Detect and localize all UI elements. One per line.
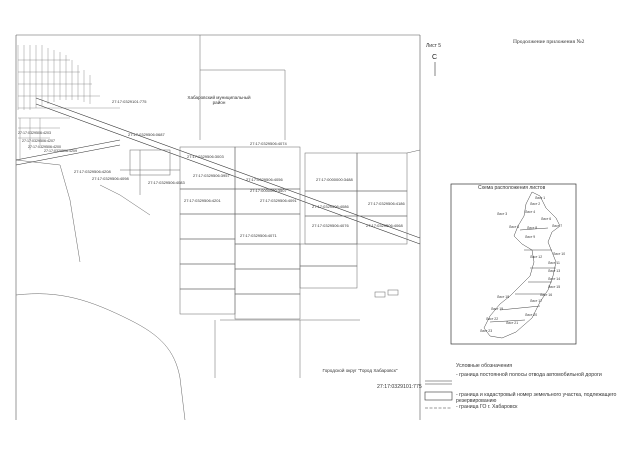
inset-sheet-label: Лист 9	[525, 235, 536, 239]
inset-title: Схема расположения листов	[478, 185, 546, 191]
road-right-of-way	[15, 97, 421, 245]
inset-sheet-label: Лист 13	[548, 269, 561, 273]
inset-sheet-label: Лист 23	[480, 329, 493, 333]
parcel-label: 27:17:0329506:4098	[92, 176, 129, 181]
legend-item-city-boundary: - граница ГО г. Хабаровск	[456, 404, 518, 410]
allotment-grid	[17, 45, 120, 160]
legend-title: Условные обозначения	[456, 363, 513, 369]
inset-sheet-label: Лист 10	[553, 252, 566, 256]
parcel-label: 27:17:0329101:775	[112, 99, 147, 104]
parcel-label: 27:17:0329506:4201	[184, 198, 221, 203]
parcel-label: 27:17:0000000:3507	[250, 188, 287, 193]
legend-item-road: - граница постоянной полосы отвода автом…	[456, 372, 602, 378]
parcel-label: 27:17:0329506:4076	[312, 223, 349, 228]
inset-sheet-label: Лист 2	[530, 202, 541, 206]
appendix-label: Продолжение приложения №2	[513, 39, 585, 45]
parcel-label: 27:17:0329506:4068	[366, 223, 403, 228]
legend-symbols	[424, 380, 453, 409]
parcel-label: 27:17:0329506:4203	[18, 131, 51, 135]
sheet-number: Лист 5	[426, 43, 442, 49]
parcel-label: 27:17:0329506:4208	[74, 169, 111, 174]
inset-sheet-label: Лист 8	[527, 226, 538, 230]
parcel-label: 27:17:0329506:4200	[28, 145, 61, 149]
inset-sheet-label: Лист 5	[509, 225, 520, 229]
inset-sheet-label: Лист 17	[530, 299, 543, 303]
parcel-blocks	[129, 146, 421, 320]
parcel-label: 27:17:0329506:3957	[193, 173, 230, 178]
north-label: С	[432, 54, 438, 61]
inset-sheet-label: Лист 19	[491, 307, 504, 311]
khabarovsky-district-label: Хабаровский муниципальный район	[187, 95, 251, 106]
inset-sheet-label: Лист 7	[552, 224, 563, 228]
legend-sample-number: 27:17:0329101:775	[377, 384, 422, 390]
inset-sheet-label: Лист 12	[530, 255, 543, 259]
parcel-label: 27:17:0329506:4207	[22, 139, 55, 143]
inset-sheet-label: Лист 21	[506, 321, 519, 325]
inset-frame	[450, 183, 577, 345]
parcel-label: 27:17:0329506:4186	[368, 201, 405, 206]
parcel-label: 27:17:0329506:4086	[312, 204, 349, 209]
parcel-label: 27:17:0000000:3488	[316, 177, 353, 182]
inset-sheet-label: Лист 11	[548, 261, 560, 265]
parcel-label: 27:17:0329506:4056	[246, 177, 283, 182]
inset-sheet-label: Лист 14	[548, 277, 561, 281]
inset-sheet-label: Лист 16	[540, 293, 553, 297]
parcel-label: 27:17:0329506:4209	[44, 149, 77, 153]
parcel-label: 27:17:0329506:4074	[250, 141, 287, 146]
inset-sheet-label: Лист 1	[535, 196, 546, 200]
parcel-label: 27:17:0329506:4091	[260, 198, 297, 203]
parcel-label: 27:17:0329506:0687	[128, 132, 165, 137]
inset-road-outline	[483, 191, 561, 339]
district-boundaries	[15, 35, 360, 421]
inset-sheet-label: Лист 6	[541, 217, 552, 221]
inset-sheet-label: Лист 3	[497, 212, 508, 216]
inset-sheet-label: Лист 18	[497, 295, 510, 299]
inset-sheet-label: Лист 4	[525, 210, 536, 214]
parcel-label: 27:17:0329506:4083	[148, 180, 185, 185]
parcel-label: 27:17:0329506:3003	[187, 154, 224, 159]
inset-sheet-label: Лист 20	[525, 313, 538, 317]
parcel-label: 27:17:0329506:4071	[240, 233, 277, 238]
inset-sheet-label: Лист 22	[486, 317, 499, 321]
city-district-label: Городской округ "Город Хабаровск"	[322, 368, 398, 373]
inset-sheet-label: Лист 15	[548, 285, 561, 289]
legend-item-parcel: - граница и кадастровый номер земельного…	[456, 392, 617, 405]
